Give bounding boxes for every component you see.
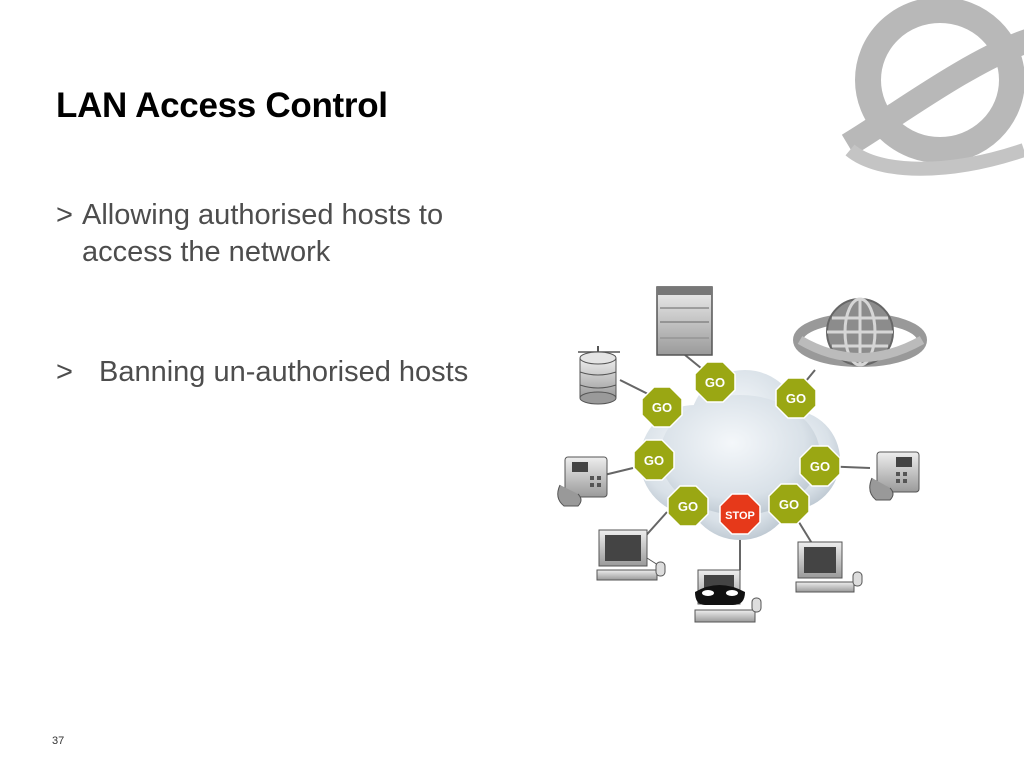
lan-access-diagram: GO GO GO GO GO GO GO STOP	[550, 280, 930, 630]
go-sign-6: GO	[667, 485, 709, 527]
go-sign-label: GO	[779, 497, 799, 512]
internet-globe-icon	[793, 297, 927, 367]
bullet-text: Allowing authorised hosts to access the …	[82, 199, 444, 268]
go-sign-label: GO	[678, 499, 698, 514]
ip-phone-icon-left	[557, 456, 608, 507]
page-number: 37	[52, 735, 65, 747]
go-sign-label: GO	[644, 453, 664, 468]
bullet-marker: >	[56, 199, 73, 231]
go-sign-1: GO	[694, 361, 736, 403]
bullet-allow-authorised: > Allowing authorised hosts to access th…	[56, 197, 496, 271]
brand-globe-logo	[841, 0, 1024, 176]
go-sign-label: GO	[705, 375, 725, 390]
go-sign-7: GO	[768, 483, 810, 525]
go-sign-label: GO	[786, 391, 806, 406]
go-sign-4: GO	[633, 439, 675, 481]
go-sign-label: GO	[652, 400, 672, 415]
bullet-marker: >	[56, 356, 73, 388]
go-sign-5: GO	[799, 445, 841, 487]
pc-icon-right	[795, 541, 863, 593]
ip-phone-icon-right	[869, 451, 920, 501]
pc-icon-left	[596, 529, 666, 581]
stop-sign-label: STOP	[725, 510, 755, 522]
go-sign-label: GO	[810, 459, 830, 474]
server-icon	[656, 286, 713, 356]
bullet-text: Banning un-authorised hosts	[99, 356, 469, 388]
stop-sign: STOP	[719, 493, 761, 535]
diagram-canvas: GO GO GO GO GO GO GO STOP	[557, 286, 927, 623]
go-sign-3: GO	[775, 377, 817, 419]
bullet-ban-unauthorised: > Banning un-authorised hosts	[56, 354, 476, 391]
slide-title: LAN Access Control	[56, 86, 388, 125]
go-sign-2: GO	[641, 386, 683, 428]
bandit-mask-icon	[695, 585, 745, 605]
database-icon	[578, 346, 620, 405]
